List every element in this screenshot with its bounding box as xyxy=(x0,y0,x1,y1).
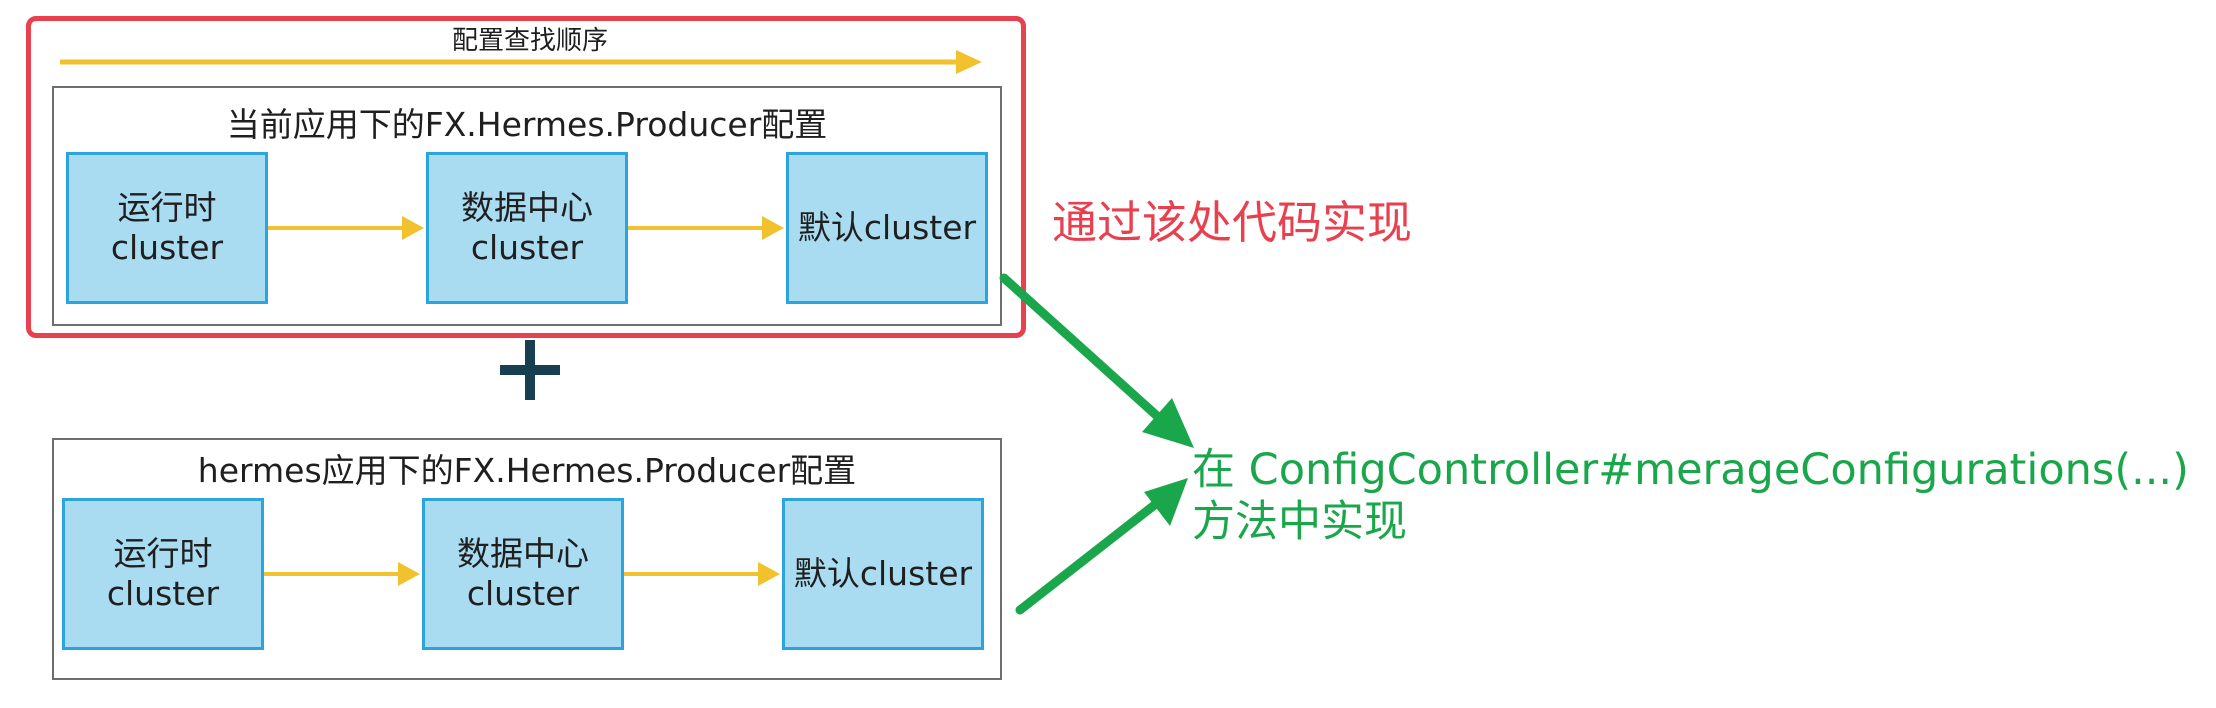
panel-title: 当前应用下的FX.Hermes.Producer配置 xyxy=(226,105,828,144)
lookup-order-arrow xyxy=(60,50,982,74)
box-label: 数据中心 xyxy=(457,534,589,573)
current-app-panel: 当前应用下的FX.Hermes.Producer配置 运行时 cluster 数… xyxy=(52,86,1002,326)
box-label: 数据中心 xyxy=(461,188,593,227)
flow-arrow xyxy=(628,216,784,240)
box-label: cluster xyxy=(110,228,224,267)
box-label: 默认cluster xyxy=(793,554,973,593)
datacenter-cluster-box: 数据中心 cluster xyxy=(426,152,628,304)
lookup-order-label: 配置查找顺序 xyxy=(451,26,608,56)
default-cluster-box: 默认cluster xyxy=(786,152,988,304)
box-label: 运行时 xyxy=(117,188,217,227)
box-label: cluster xyxy=(106,574,220,613)
implementation-note-line: 方法中实现 xyxy=(1192,497,1407,547)
plus-icon xyxy=(500,340,560,400)
implementation-note: 在 ConfigController#merageConfigurations(… xyxy=(1192,444,2189,548)
green-arrow xyxy=(1015,478,1188,615)
box-label: 运行时 xyxy=(113,534,213,573)
hermes-app-panel: hermes应用下的FX.Hermes.Producer配置 运行时 clust… xyxy=(52,438,1002,680)
box-label: cluster xyxy=(470,228,584,267)
code-location-note: 通过该处代码实现 xyxy=(1052,196,1413,249)
runtime-cluster-box: 运行时 cluster xyxy=(62,498,264,650)
runtime-cluster-box: 运行时 cluster xyxy=(66,152,268,304)
highlight-frame xyxy=(26,16,1026,338)
green-arrow xyxy=(999,273,1194,448)
box-label: cluster xyxy=(466,574,580,613)
datacenter-cluster-box: 数据中心 cluster xyxy=(422,498,624,650)
panel-title: hermes应用下的FX.Hermes.Producer配置 xyxy=(197,451,857,490)
implementation-note-line: 在 ConfigController#merageConfigurations(… xyxy=(1192,445,2189,495)
box-label: 默认cluster xyxy=(797,208,977,247)
flow-arrow xyxy=(268,216,424,240)
flow-arrow xyxy=(624,562,780,586)
default-cluster-box: 默认cluster xyxy=(782,498,984,650)
flow-arrow xyxy=(264,562,420,586)
